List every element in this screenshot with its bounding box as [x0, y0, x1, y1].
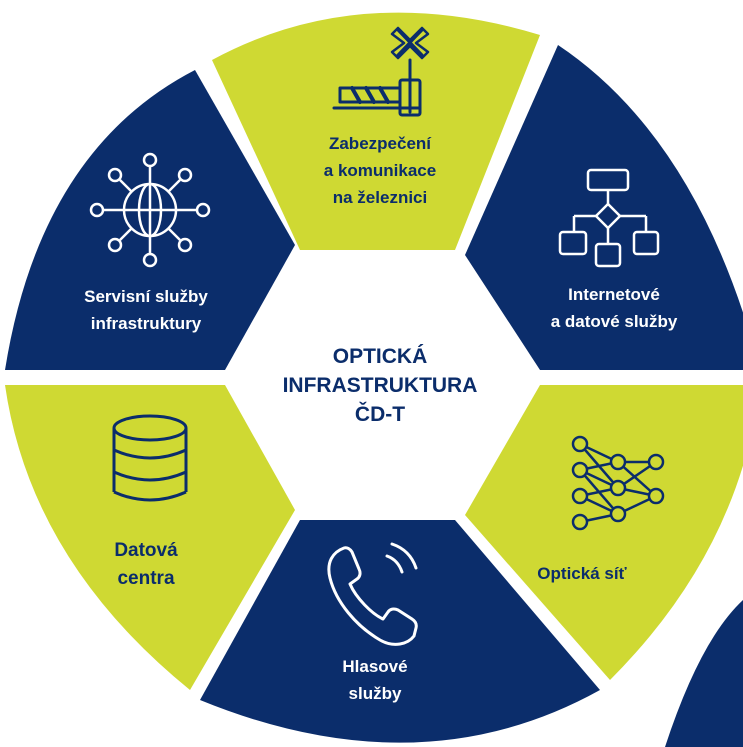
segment-railway-label-3: na železnici: [333, 188, 427, 207]
neural-network-icon: [571, 435, 665, 531]
segment-railway-label-2: a komunikace: [324, 161, 436, 180]
segment-datacenter-bg: [5, 385, 295, 690]
railway-barrier-icon: [332, 26, 430, 117]
segment-internet-label-2: a datové služby: [551, 312, 678, 331]
flowchart-icon: [558, 168, 660, 268]
segment-railway-bg: [212, 12, 540, 250]
segment-voice-label-2: služby: [349, 684, 402, 703]
segment-voice-label-1: Hlasové: [342, 657, 407, 676]
center-title-line-2: INFRASTRUKTURA: [283, 374, 478, 397]
database-icon: [112, 414, 188, 502]
segment-internet-label-1: Internetové: [568, 285, 660, 304]
segment-railway-label-1: Zabezpečení: [329, 134, 432, 153]
segment-infra-label-2: infrastruktury: [91, 314, 202, 333]
phone-icon: [327, 542, 418, 646]
center-title-line-3: ČD-T: [355, 402, 405, 426]
globe-network-icon: [89, 152, 211, 268]
segment-infra-label-1: Servisní služby: [84, 287, 208, 306]
segment-datacenter-label-1: Datová: [114, 540, 178, 561]
segment-datacenter-label-2: centra: [117, 568, 174, 589]
center-hexagon: [228, 250, 535, 518]
center-title-line-1: OPTICKÁ: [333, 345, 428, 368]
segment-voice-bg: [200, 520, 600, 743]
corner-navy-circle: [665, 600, 743, 747]
segment-optical-label-1: Optická síť: [537, 564, 627, 583]
segment-optical-bg: [465, 385, 743, 680]
